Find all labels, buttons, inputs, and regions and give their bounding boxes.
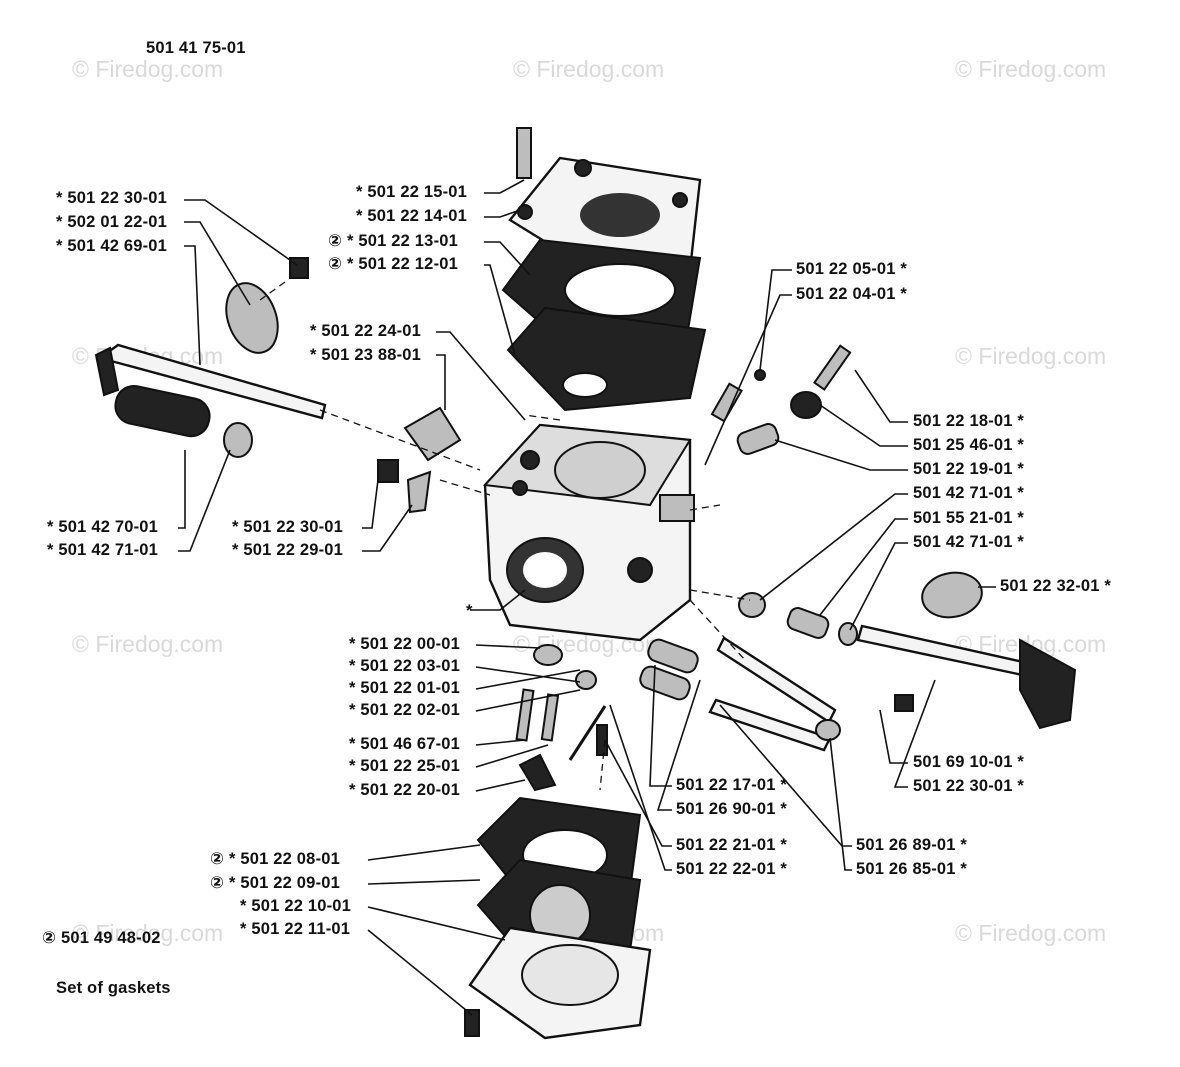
part-label: * 501 22 01-01: [349, 679, 461, 697]
carburettor-body-illustration: [482, 423, 695, 642]
part-label: 501 22 05-01 *: [796, 260, 908, 278]
part-label: * 501 22 30-01: [232, 518, 344, 536]
watermark: © Firedog.com: [513, 56, 665, 82]
metering-diaphragm-illustration: [464, 796, 652, 1040]
leader-lines: [178, 179, 996, 1016]
assembly-axes: [259, 281, 751, 791]
part-label: * 501 22 25-01: [349, 757, 461, 775]
left-parts-illustration: [94, 257, 462, 514]
watermark: © Firedog.com: [72, 631, 224, 657]
lower-parts-illustration: [515, 636, 841, 792]
part-label: * 501 22 20-01: [349, 781, 461, 799]
part-label: 501 42 71-01 *: [913, 484, 1025, 502]
part-label: 501 25 46-01 *: [913, 436, 1025, 454]
part-label: * 501 22 29-01: [232, 541, 344, 559]
part-label: 501 22 21-01 *: [676, 836, 788, 854]
watermark: © Firedog.com: [72, 920, 224, 946]
part-label: * 501 46 67-01: [349, 735, 461, 753]
part-label: * 501 22 10-01: [240, 897, 352, 915]
part-label: 501 22 32-01 *: [1000, 577, 1112, 595]
main-part-number: 501 41 75-01: [146, 39, 246, 57]
part-label: *: [466, 602, 473, 620]
part-label: 501 69 10-01 *: [913, 753, 1025, 771]
part-label: * 502 01 22-01: [56, 213, 168, 231]
part-label: 501 42 71-01 *: [913, 533, 1025, 551]
gasket-set-caption: Set of gaskets: [56, 979, 171, 997]
watermark: © Firedog.com: [955, 56, 1107, 82]
pump-cover-illustration: [501, 127, 707, 412]
part-label: ② * 501 22 12-01: [328, 255, 459, 273]
part-label: ② * 501 22 13-01: [328, 232, 459, 250]
watermark: © Firedog.com: [955, 343, 1107, 369]
part-label: 501 26 90-01 *: [676, 800, 788, 818]
part-label: * 501 22 30-01: [56, 189, 168, 207]
part-label: 501 22 17-01 *: [676, 776, 788, 794]
watermark: © Firedog.com: [955, 920, 1107, 946]
watermark: © Firedog.com: [72, 56, 224, 82]
part-label: * 501 22 15-01: [356, 183, 468, 201]
part-label: * 501 42 69-01: [56, 237, 168, 255]
part-label: 501 22 22-01 *: [676, 860, 788, 878]
part-label: * 501 42 70-01: [47, 518, 159, 536]
part-label: * 501 42 71-01: [47, 541, 159, 559]
part-label: * 501 22 11-01: [240, 920, 351, 938]
gasket-set-number: 501 49 48-02: [60, 929, 161, 947]
part-label: 501 26 89-01 *: [856, 836, 968, 854]
part-label: 501 22 30-01 *: [913, 777, 1025, 795]
right-parts-illustration: [710, 344, 1077, 730]
part-label: ② * 501 22 08-01: [210, 850, 341, 868]
part-label: * 501 22 02-01: [349, 701, 461, 719]
gasket-set-symbol: ②: [42, 929, 57, 947]
gasket-set-part-number: ② 501 49 48-02: [42, 930, 161, 947]
part-label: * 501 22 03-01: [349, 657, 461, 675]
part-label: 501 22 18-01 *: [913, 412, 1025, 430]
watermark: © Firedog.com: [955, 631, 1107, 657]
part-label: * 501 22 24-01: [310, 322, 422, 340]
part-label: 501 26 85-01 *: [856, 860, 968, 878]
part-label: * 501 22 14-01: [356, 207, 468, 225]
part-label: 501 55 21-01 *: [913, 509, 1025, 527]
part-label: 501 22 19-01 *: [913, 460, 1025, 478]
part-label: 501 22 04-01 *: [796, 285, 908, 303]
part-label: ② * 501 22 09-01: [210, 874, 341, 892]
part-label: * 501 22 00-01: [349, 635, 461, 653]
part-label: * 501 23 88-01: [310, 346, 422, 364]
